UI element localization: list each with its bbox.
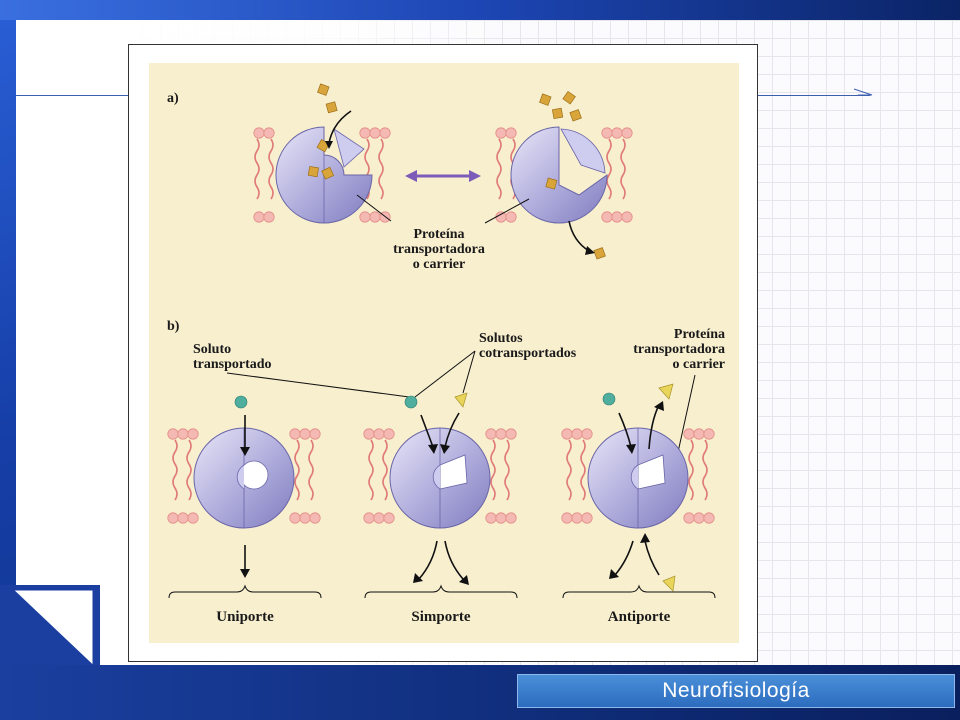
transport-diagram: a) [149,63,739,643]
solute-sphere-antiporte [602,392,616,406]
cotrans-label-line2: cotransportados [479,346,577,361]
top-band [0,0,960,20]
membrane-a-right [495,127,633,223]
pointer-line-a-right [484,198,530,224]
solute-cone-antiporte-out [658,383,674,400]
uniporte-unit: Uniporte [167,395,322,625]
carrier-protein-a-open-in [510,126,608,224]
antiporte-label: Antiporte [608,609,671,625]
solute-cubes-a-right [539,90,606,260]
pointer-line-cotrans-1 [414,350,476,398]
decorative-line-left [16,95,128,96]
arrow-a-out-head-icon [585,246,595,255]
decorative-line-right [758,95,870,96]
footer-title: Neurofisiología [517,674,955,708]
simporte-unit: Simporte [363,392,518,625]
solute-sphere-simporte [404,395,418,409]
soluto-label-line2: transportado [193,357,272,372]
figure-background [149,63,739,643]
membrane-a-left [253,127,391,223]
carrier-b-label-line3: o carrier [673,357,725,372]
decorative-line-arrow-icon [853,88,873,96]
pointer-line-a-left [356,194,392,222]
part-a-label-line1: Proteína [413,227,464,242]
arrow-a-in-head-icon [325,141,333,149]
simporte-label: Simporte [411,609,471,625]
uniporte-label: Uniporte [216,609,274,625]
solute-cone-simporte [454,392,468,408]
cotrans-label-line1: Solutos [479,331,523,346]
transport-figure: a) [128,44,758,662]
part-a-label-line3: o carrier [413,257,465,272]
soluto-label-line1: Soluto [193,342,231,357]
antiporte-unit: Antiporte [561,383,716,625]
carrier-b-label-line1: Proteína [674,327,725,342]
arrow-a-in-icon [328,110,352,144]
solute-sphere-uniporte [234,395,248,409]
exchange-arrow-icon [405,170,481,182]
part-a-label-line2: transportadora [393,242,485,257]
pointer-line-cotrans-2 [462,350,476,394]
pointer-line-soluto [226,372,410,398]
corner-decoration [0,585,100,665]
carrier-b-label-line2: transportadora [633,342,725,357]
part-b-marker: b) [167,319,180,334]
part-a-marker: a) [167,91,179,106]
solute-cone-antiporte-in [662,575,676,592]
